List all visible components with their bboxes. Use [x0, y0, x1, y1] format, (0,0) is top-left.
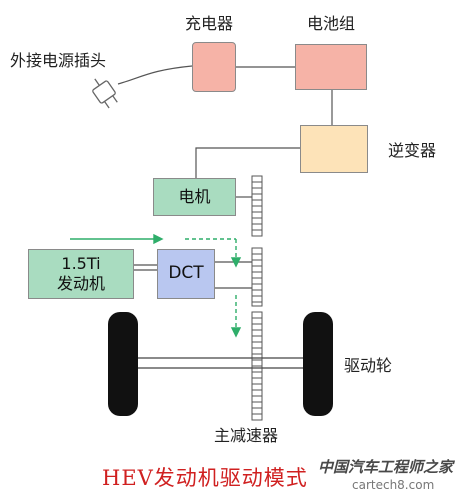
final-drive-label: 主减速器 — [214, 426, 279, 445]
inverter-label: 逆变器 — [388, 141, 437, 160]
plug-cable — [117, 65, 193, 85]
plug-icon — [92, 78, 118, 109]
motor-box: 电机 — [153, 178, 236, 216]
wheel-label: 驱动轮 — [344, 356, 393, 375]
inverter-motor-line — [195, 147, 300, 178]
battery-label: 电池组 — [307, 14, 356, 33]
inverter-box — [300, 125, 368, 173]
wheel-left — [108, 312, 138, 416]
dct-gear-rack — [251, 247, 263, 307]
plug-label: 外接电源插头 — [10, 51, 107, 70]
watermark-brand: 中国汽车工程师之家 — [318, 458, 454, 476]
dct-box: DCT — [157, 249, 215, 299]
diagram-caption: HEV发动机驱动模式 — [102, 466, 308, 490]
charger-label: 充电器 — [185, 14, 234, 33]
wheel-right — [303, 312, 333, 416]
engine-label-line1: 1.5Ti — [61, 254, 101, 273]
power-flow-arrows — [70, 233, 242, 338]
motor-label: 电机 — [178, 187, 211, 206]
engine-box: 1.5Ti 发动机 — [28, 249, 134, 299]
dct-label: DCT — [168, 263, 204, 284]
gear-racks — [251, 175, 263, 421]
charger-box — [192, 42, 236, 92]
battery-box — [295, 44, 367, 90]
watermark-url: cartech8.com — [352, 478, 435, 492]
engine-label-line2: 发动机 — [56, 274, 105, 293]
